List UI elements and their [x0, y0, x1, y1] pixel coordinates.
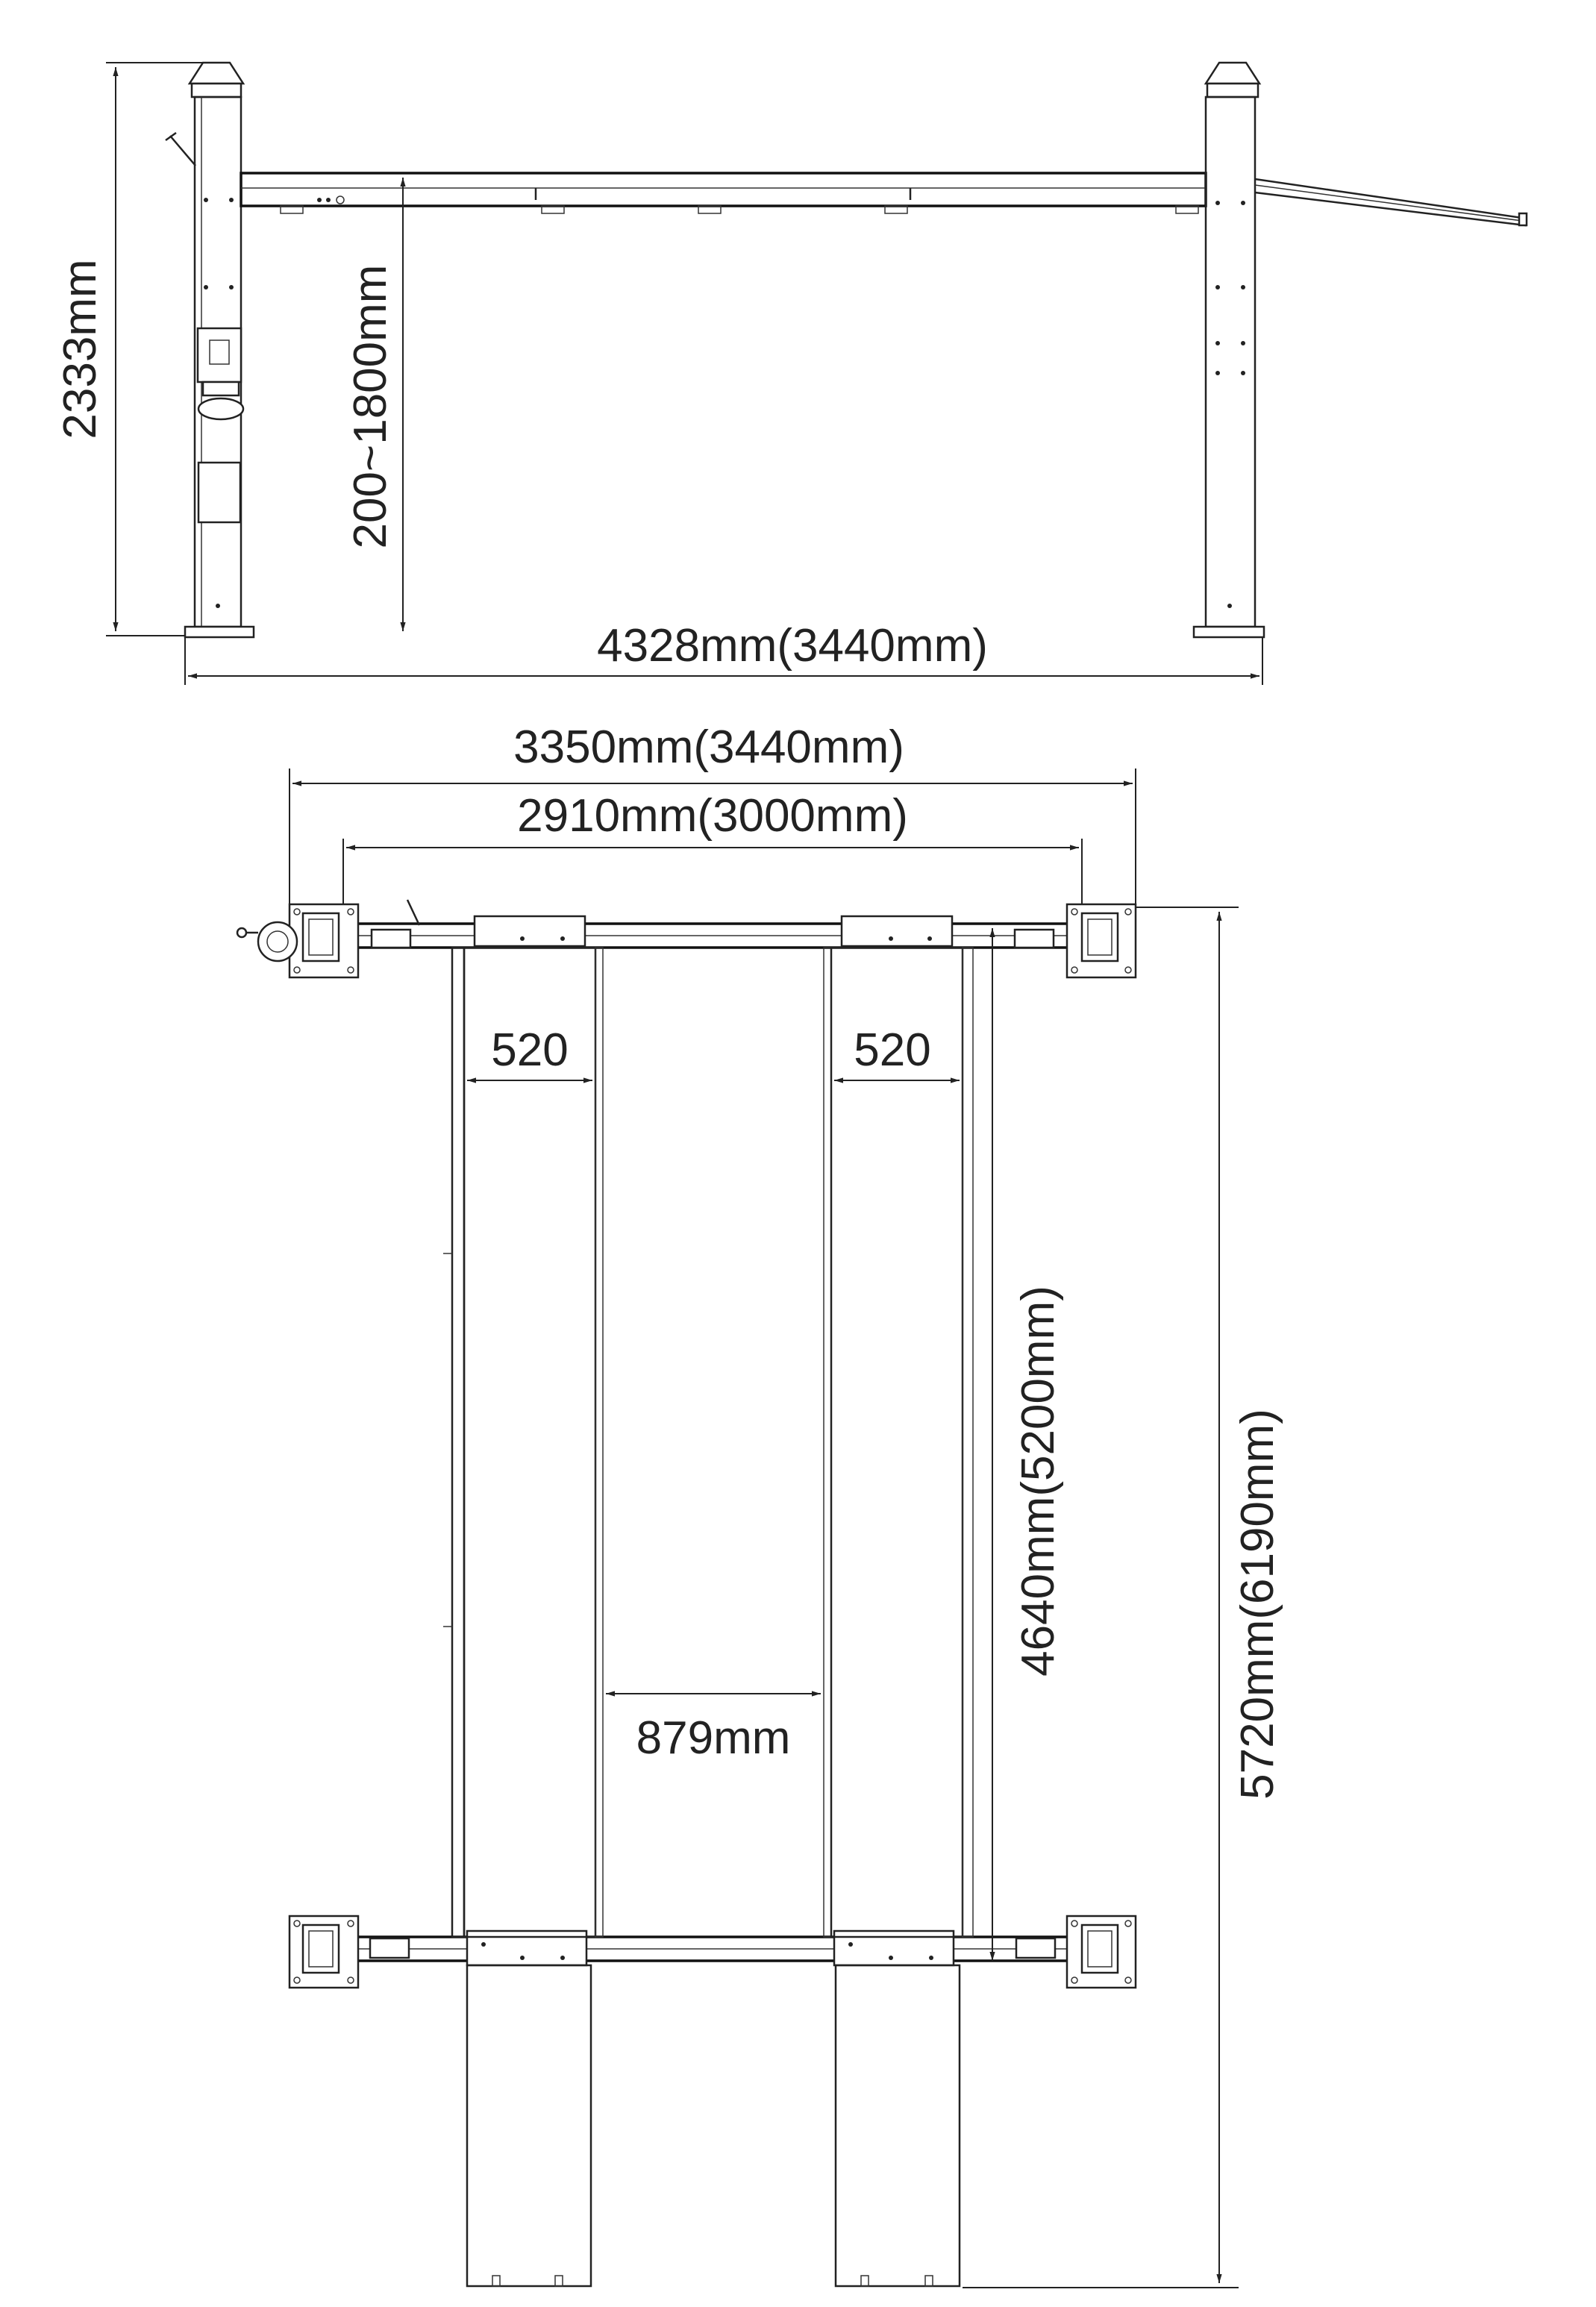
lift-range-dimension: 200~1800mm [345, 178, 406, 631]
runway-length-label: 4640mm(5200mm) [1013, 1286, 1064, 1677]
overall-length-label: 5720mm(6190mm) [1232, 1409, 1283, 1800]
runway-gap-label: 879mm [636, 1712, 791, 1764]
side-crossbeam [240, 172, 1207, 214]
overall-width-dimension: 3350mm(3440mm) [289, 721, 1136, 909]
post-plate-top-left [236, 903, 360, 979]
post-plate-bottom-left [288, 1915, 360, 1989]
left-post [165, 61, 255, 639]
right-post [1192, 61, 1265, 639]
inner-width-dimension: 2910mm(3000mm) [342, 790, 1083, 918]
runway-left-width-label: 520 [491, 1024, 568, 1076]
runway-length-dimension: 4640mm(5200mm) [989, 928, 1064, 1961]
lift-range-label: 200~1800mm [345, 265, 396, 549]
overall-width-label: 3350mm(3440mm) [513, 721, 904, 773]
top-view: 3350mm(3440mm) 2910mm(3000mm) [236, 721, 1283, 2288]
post-plate-bottom-right [1065, 1915, 1137, 1989]
bottom-crossbeam [339, 1929, 1082, 1967]
length-label: 4328mm(3440mm) [597, 620, 988, 672]
runway-right-width-dimension: 520 [834, 1024, 960, 1083]
runway-gap-dimension: 879mm [606, 1691, 821, 1764]
runway-left-width-dimension: 520 [467, 1024, 592, 1083]
inner-width-label: 2910mm(3000mm) [517, 790, 908, 842]
runway-right-width-label: 520 [854, 1024, 930, 1076]
side-view: 2333mm [54, 61, 1528, 685]
top-crossbeam [339, 899, 1082, 949]
runway-left [443, 946, 604, 2288]
length-dimension: 4328mm(3440mm) [184, 620, 1263, 685]
height-label: 2333mm [54, 259, 106, 439]
height-dimension: 2333mm [54, 62, 216, 636]
post-plate-top-right [1065, 903, 1137, 979]
side-ramp [1254, 178, 1528, 227]
runway-right [823, 946, 974, 2288]
overall-length-dimension: 5720mm(6190mm) [963, 907, 1283, 2288]
